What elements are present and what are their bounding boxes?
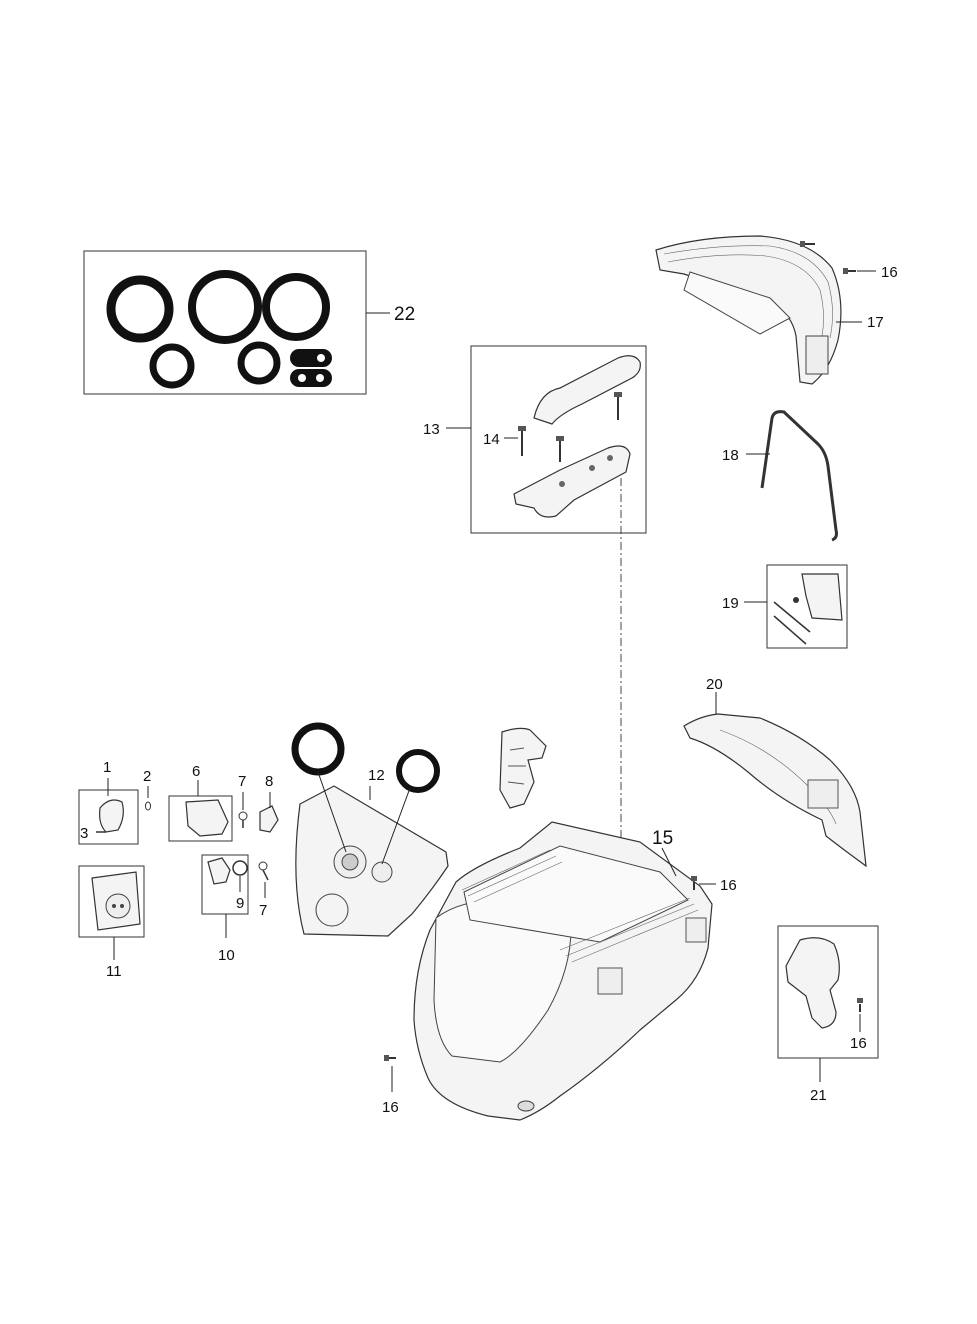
label-12: 12 xyxy=(368,767,385,784)
screw-icon xyxy=(518,392,622,462)
washer-icon xyxy=(232,860,248,876)
knob-group: 1 2 3 xyxy=(78,759,151,845)
socket-group: 11 xyxy=(78,865,145,980)
label-16-top: 16 xyxy=(881,264,898,281)
latch-group: 16 21 xyxy=(777,925,879,1104)
socket-box xyxy=(78,865,145,938)
plug-icon xyxy=(207,857,231,885)
label-2: 2 xyxy=(143,768,151,785)
part-7-8-group: 7 8 xyxy=(238,773,279,833)
wire-bracket-icon xyxy=(760,410,838,542)
label-3: 3 xyxy=(80,825,88,842)
label-1: 1 xyxy=(103,759,111,776)
handle-box xyxy=(470,345,647,534)
screw-icon xyxy=(800,241,856,274)
bracket-icon xyxy=(773,573,843,645)
latch-box xyxy=(777,925,879,1059)
label-13: 13 xyxy=(423,421,440,438)
wire-bracket-group: 18 xyxy=(722,410,838,542)
part-10-box xyxy=(201,854,249,915)
label-22: 22 xyxy=(394,304,415,325)
label-10: 10 xyxy=(218,947,235,964)
socket-icon xyxy=(91,871,141,931)
label-15: 15 xyxy=(652,828,673,849)
part-10-group: 9 7 10 xyxy=(201,854,269,964)
label-16-latch: 16 xyxy=(850,1035,867,1052)
side-cover-group: 20 xyxy=(683,676,867,868)
label-16-bottom: 16 xyxy=(382,1099,399,1116)
label-8: 8 xyxy=(265,773,273,790)
ring-set-group: 22 xyxy=(83,250,415,395)
o-ring-icon xyxy=(145,801,151,811)
label-7-top: 7 xyxy=(238,773,246,790)
knob-icon xyxy=(99,799,124,833)
label-17: 17 xyxy=(867,314,884,331)
top-tray-icon xyxy=(655,235,842,385)
label-11: 11 xyxy=(106,963,122,980)
handle-group: 13 14 xyxy=(423,345,647,534)
switch-box xyxy=(168,795,233,842)
label-16-body: 16 xyxy=(720,877,737,894)
label-7-bottom: 7 xyxy=(259,902,267,919)
screw-icon xyxy=(857,998,863,1012)
label-19: 19 xyxy=(722,595,739,612)
side-tab-icon xyxy=(499,727,547,809)
switch-icon xyxy=(185,799,229,837)
label-14: 14 xyxy=(483,431,500,448)
clip-box xyxy=(766,564,848,649)
screw-icon xyxy=(384,876,697,1061)
label-20: 20 xyxy=(706,676,723,693)
ring-seal-icon xyxy=(291,722,440,793)
label-6: 6 xyxy=(192,763,200,780)
main-body-icon xyxy=(413,821,713,1121)
clamp-icon xyxy=(259,805,279,833)
screw-icon xyxy=(238,811,248,828)
handle-icon xyxy=(513,355,641,518)
label-18: 18 xyxy=(722,447,739,464)
label-21: 21 xyxy=(810,1087,827,1104)
latch-icon xyxy=(785,937,840,1029)
ring-seal-icon xyxy=(106,270,332,389)
clip-group: 19 xyxy=(722,564,848,649)
top-tray-group: 16 17 xyxy=(655,235,898,385)
ring-set-box xyxy=(83,250,367,395)
side-cover-icon xyxy=(683,713,867,868)
screw-icon xyxy=(258,861,269,881)
main-body-group: 15 16 16 xyxy=(382,821,737,1121)
switch-group: 6 xyxy=(168,763,233,842)
control-panel-group: 12 xyxy=(291,722,449,937)
label-9: 9 xyxy=(236,895,244,912)
control-panel-icon xyxy=(295,785,449,937)
